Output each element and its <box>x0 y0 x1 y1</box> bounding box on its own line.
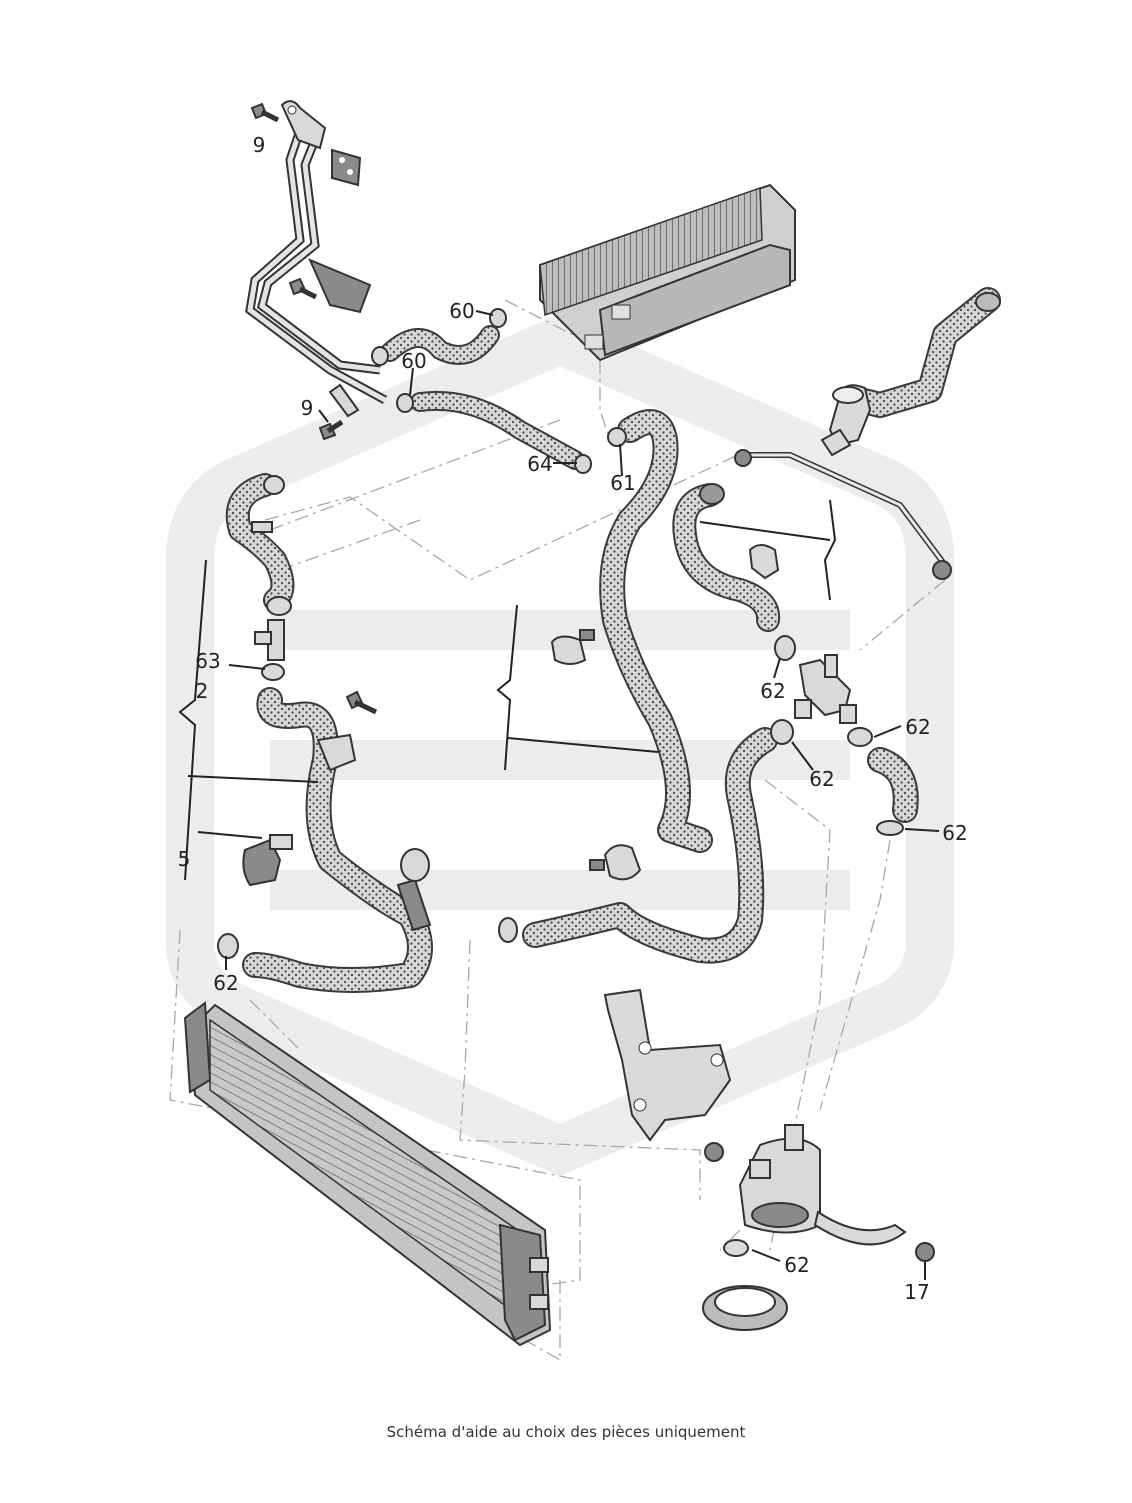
left-long-hose[interactable] <box>242 687 433 993</box>
callout-labels: 9 9 60 60 64 61 63 2 5 62 62 62 62 62 62… <box>178 133 968 1304</box>
four-way-connector[interactable] <box>794 654 857 724</box>
bolt-9-top[interactable] <box>250 102 280 123</box>
bolt-mid-pipe[interactable] <box>288 277 318 300</box>
upper-right-connector-hose[interactable] <box>820 287 1001 457</box>
flange-gasket[interactable] <box>331 148 362 187</box>
callout-63: 63 <box>195 649 220 673</box>
callout-5: 5 <box>178 847 191 871</box>
pump-bracket[interactable] <box>603 988 732 1142</box>
clip-upper-center[interactable] <box>550 629 595 665</box>
vent-pipe[interactable] <box>734 449 952 580</box>
bolt-9-lower[interactable] <box>318 419 344 441</box>
t-connector[interactable] <box>254 619 285 661</box>
center-lower-hose[interactable] <box>522 727 778 964</box>
clip-center[interactable] <box>589 844 642 881</box>
callout-64: 64 <box>527 452 552 476</box>
leader-lines <box>178 310 940 1280</box>
clip-right[interactable] <box>748 544 780 580</box>
callout-9-lower: 9 <box>301 396 314 420</box>
callout-62-center: 62 <box>809 767 834 791</box>
callout-62-pump: 62 <box>784 1253 809 1277</box>
hose-64[interactable] <box>410 390 585 470</box>
coolant-pipe-assembly[interactable] <box>245 100 388 418</box>
callout-62-left: 62 <box>213 971 238 995</box>
callout-62-connector: 62 <box>760 679 785 703</box>
hose-clamps[interactable] <box>217 308 935 1262</box>
callout-62-right: 62 <box>905 715 930 739</box>
pump-strap[interactable] <box>813 1210 907 1246</box>
right-lower-hose[interactable] <box>867 747 919 823</box>
clip-center-left[interactable] <box>396 848 432 932</box>
right-upper-hose[interactable] <box>672 483 781 632</box>
callout-9-top: 9 <box>253 133 266 157</box>
callout-62-lower-right: 62 <box>942 821 967 845</box>
pump-seal-ring[interactable] <box>702 1285 788 1331</box>
left-upper-hose[interactable] <box>225 473 295 612</box>
callout-2: 2 <box>196 679 209 703</box>
clip-left[interactable] <box>242 834 293 887</box>
heat-exchanger[interactable] <box>539 183 796 362</box>
long-center-hose[interactable] <box>599 409 713 853</box>
auxiliary-water-pump[interactable] <box>738 1124 821 1234</box>
callout-60-mid: 60 <box>401 349 426 373</box>
callout-61: 61 <box>610 471 635 495</box>
callout-60-top: 60 <box>449 299 474 323</box>
auxiliary-radiator[interactable] <box>183 1001 552 1347</box>
small-upper-hose[interactable] <box>380 325 500 365</box>
diagram-caption: Schéma d'aide au choix des pièces unique… <box>386 1423 746 1441</box>
bolt-center-left[interactable] <box>345 690 378 715</box>
callout-17: 17 <box>904 1280 929 1304</box>
